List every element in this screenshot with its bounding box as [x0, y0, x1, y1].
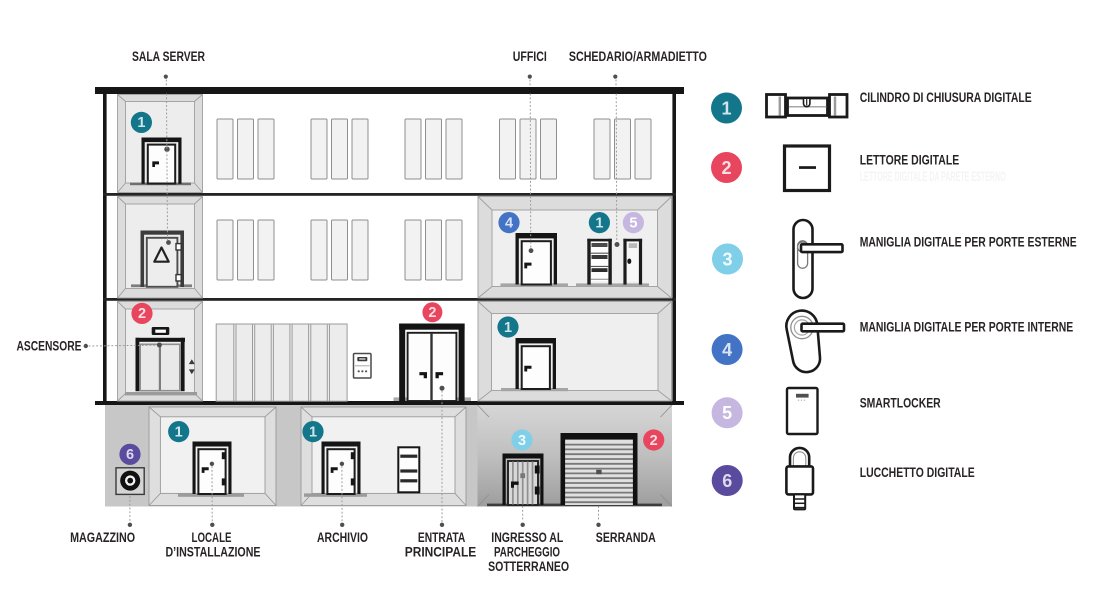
svg-text:1: 1	[137, 115, 145, 131]
svg-text:LUCCHETTO DIGITALE: LUCCHETTO DIGITALE	[860, 465, 975, 480]
svg-text:LETTORE DIGITALE DA PARETE EST: LETTORE DIGITALE DA PARETE ESTERNO	[860, 169, 1006, 184]
svg-text:D’INSTALLAZIONE: D’INSTALLAZIONE	[166, 545, 261, 560]
svg-text:1: 1	[175, 424, 183, 440]
svg-text:INGRESSO AL: INGRESSO AL	[491, 530, 563, 545]
svg-text:PRINCIPALE: PRINCIPALE	[405, 545, 477, 560]
svg-text:SERRANDA: SERRANDA	[596, 530, 656, 545]
svg-text:SCHEDARIO/ARMADIETTO: SCHEDARIO/ARMADIETTO	[569, 49, 707, 64]
svg-text:3: 3	[518, 433, 526, 449]
svg-text:1: 1	[309, 424, 317, 440]
svg-text:SOTTERRANEO: SOTTERRANEO	[488, 559, 569, 574]
svg-text:6: 6	[722, 471, 732, 491]
svg-text:SALA SERVER: SALA SERVER	[132, 49, 205, 64]
svg-text:UFFICI: UFFICI	[513, 49, 547, 64]
svg-text:ASCENSORE: ASCENSORE	[17, 339, 82, 354]
svg-text:4: 4	[505, 215, 513, 231]
svg-text:MAGAZZINO: MAGAZZINO	[70, 530, 135, 545]
svg-text:1: 1	[504, 320, 512, 336]
svg-text:LETTORE DIGITALE: LETTORE DIGITALE	[860, 153, 960, 168]
svg-text:1: 1	[595, 215, 603, 231]
svg-text:MANIGLIA DIGITALE PER PORTE IN: MANIGLIA DIGITALE PER PORTE INTERNE	[860, 320, 1073, 335]
svg-text:1: 1	[721, 98, 731, 118]
svg-text:2: 2	[428, 305, 436, 321]
svg-text:2: 2	[138, 306, 146, 322]
svg-text:LOCALE: LOCALE	[192, 530, 232, 545]
svg-text:5: 5	[629, 215, 637, 231]
svg-text:ENTRATA: ENTRATA	[418, 530, 466, 545]
svg-text:ARCHIVIO: ARCHIVIO	[317, 530, 368, 545]
svg-text:5: 5	[722, 403, 732, 423]
svg-text:3: 3	[722, 249, 732, 269]
svg-text:6: 6	[126, 447, 134, 463]
svg-text:2: 2	[650, 433, 658, 449]
svg-text:4: 4	[722, 340, 732, 360]
svg-text:2: 2	[721, 158, 731, 178]
svg-text:MANIGLIA DIGITALE PER PORTE ES: MANIGLIA DIGITALE PER PORTE ESTERNE	[860, 235, 1077, 250]
svg-text:PARCHEGGIO: PARCHEGGIO	[494, 545, 560, 560]
svg-text:CILINDRO DI CHIUSURA DIGITALE: CILINDRO DI CHIUSURA DIGITALE	[860, 90, 1032, 105]
svg-text:SMARTLOCKER: SMARTLOCKER	[860, 396, 941, 411]
